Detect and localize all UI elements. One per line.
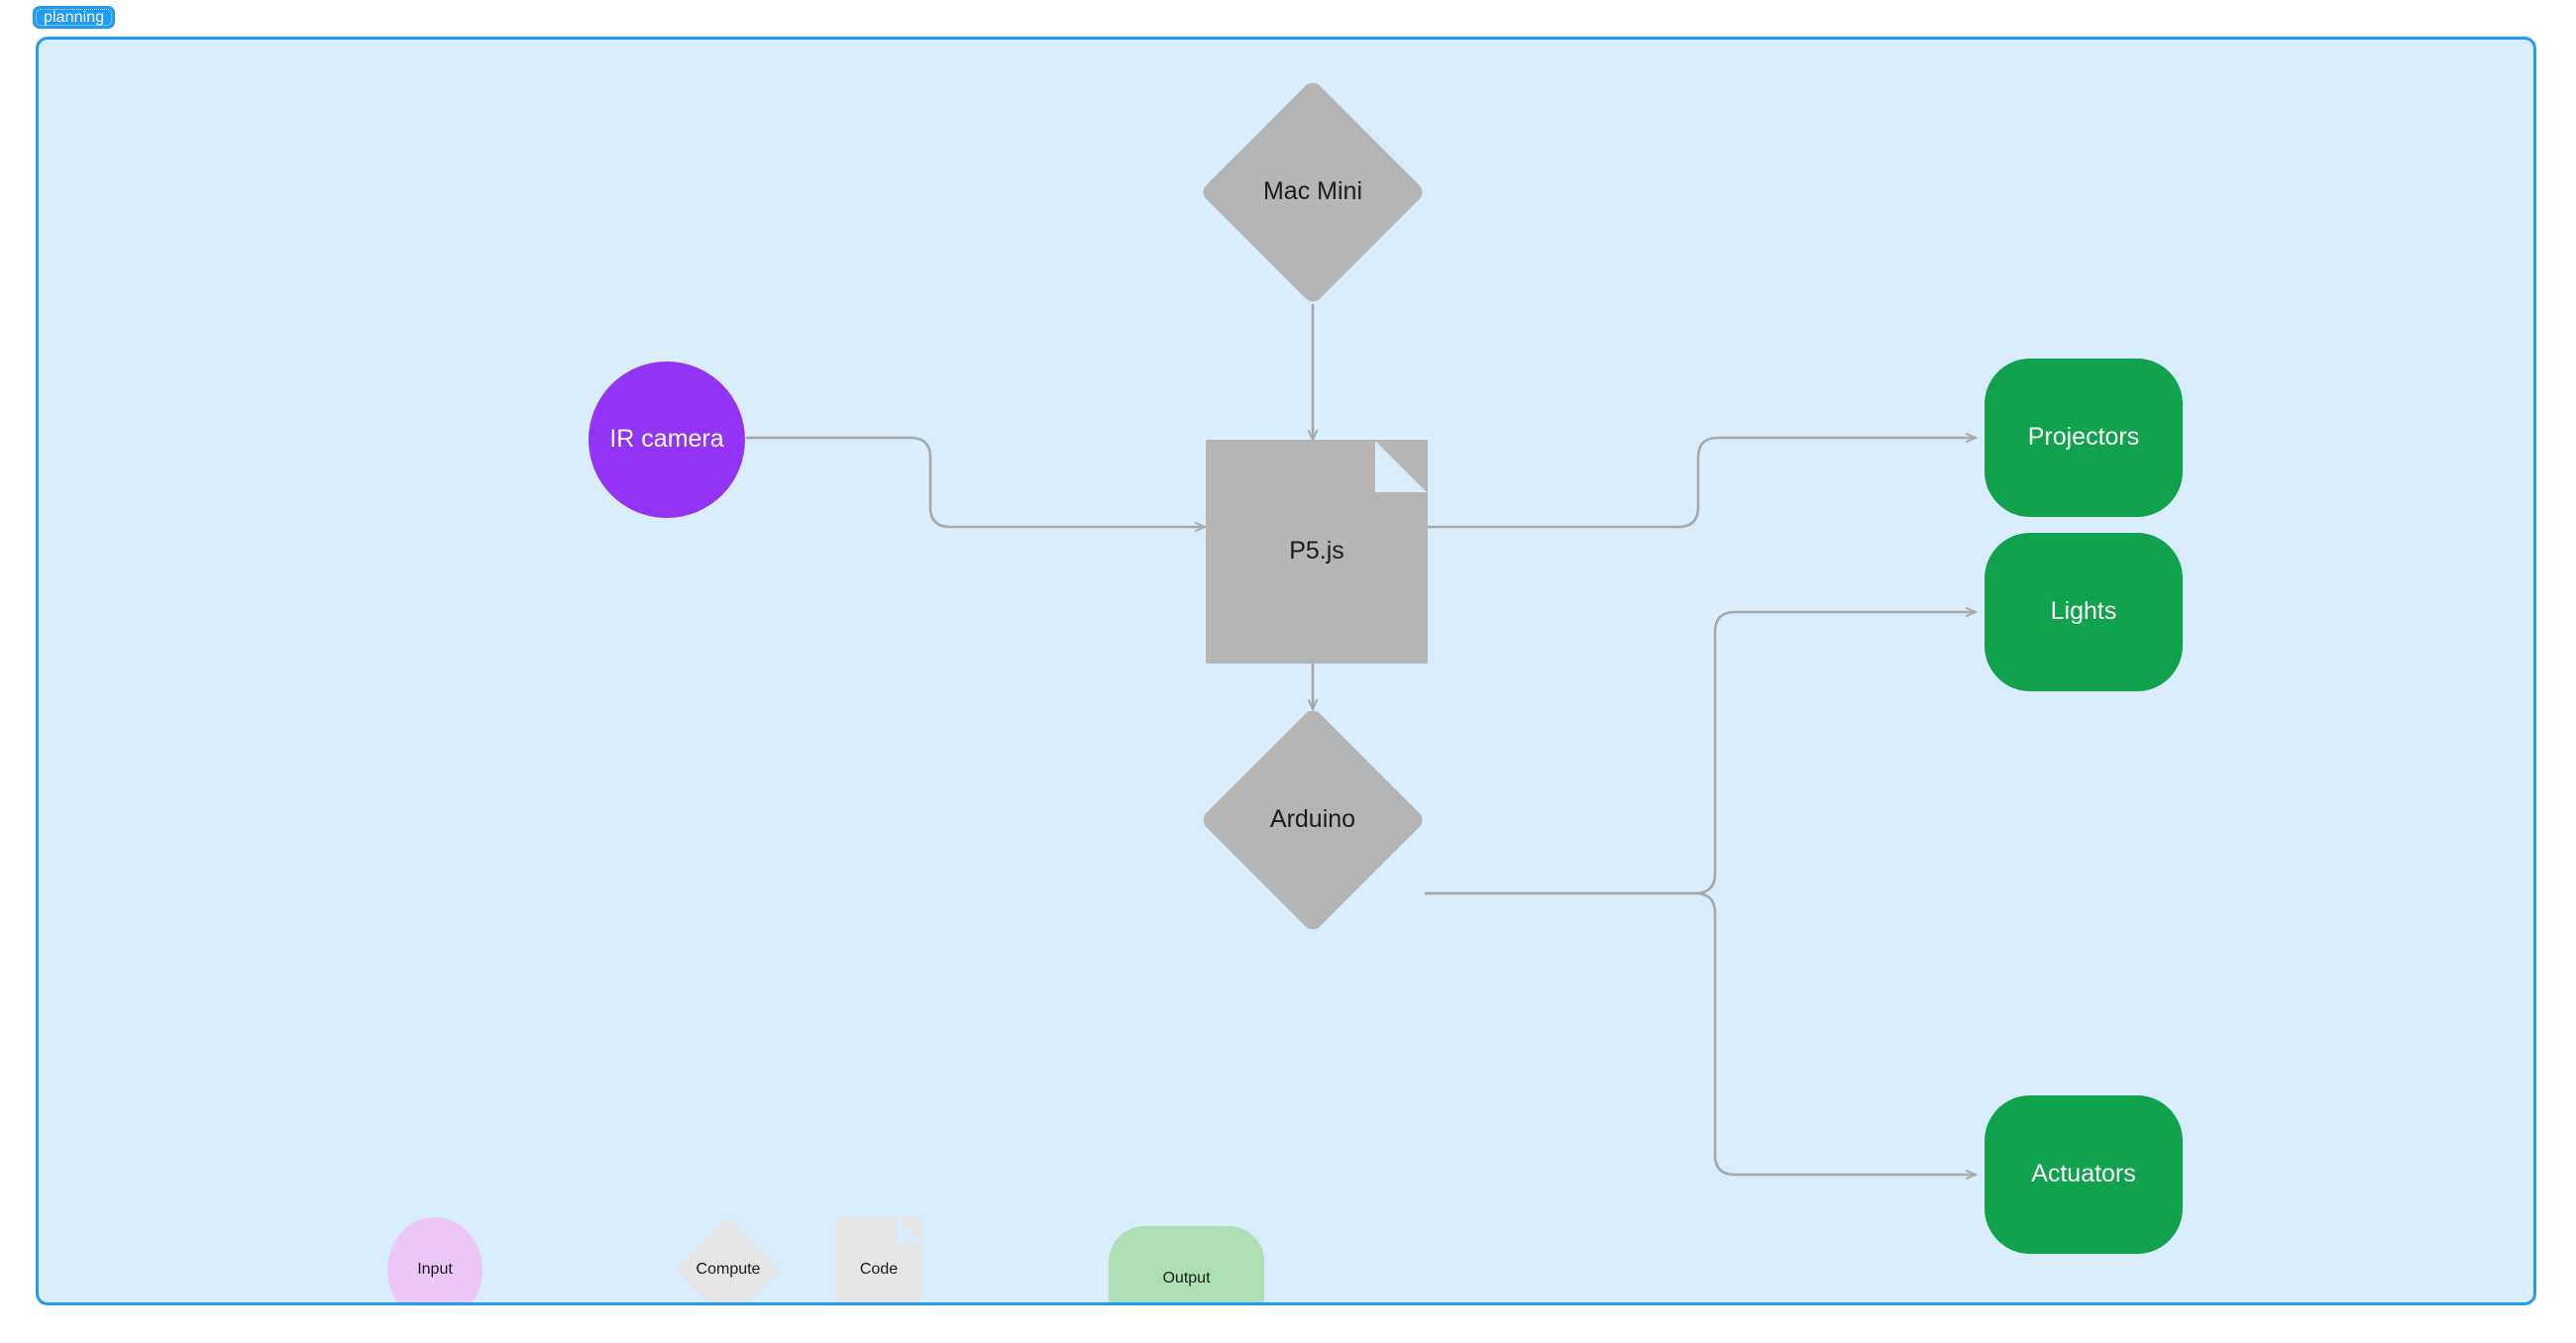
node-ir-camera[interactable]: IR camera (589, 362, 745, 518)
legend-code-label: Code (859, 1261, 899, 1279)
node-arduino-label: Arduino (1269, 805, 1356, 834)
node-mac-mini-label: Mac Mini (1262, 177, 1362, 206)
legend-output-label: Output (1162, 1270, 1211, 1288)
status-badge[interactable]: planning (33, 6, 116, 29)
legend-item-code[interactable]: Code (835, 1216, 923, 1302)
status-badge-label: planning (44, 8, 105, 26)
node-lights[interactable]: Lights (1985, 533, 2183, 691)
legend-item-compute[interactable]: Compute (673, 1216, 784, 1302)
legend-input-label: Input (417, 1261, 453, 1279)
node-projectors-label: Projectors (2027, 423, 2140, 452)
edge-ir-camera-to-p5js (745, 436, 1207, 532)
node-p5js-shape (1206, 439, 1429, 664)
node-mac-mini[interactable]: Mac Mini (1194, 78, 1432, 306)
legend-input-shape (387, 1217, 483, 1302)
node-projectors[interactable]: Projectors (1985, 359, 2183, 517)
node-p5js-label: P5.js (1289, 537, 1344, 566)
node-ir-camera-label: IR camera (609, 425, 724, 454)
legend-output-shape (1109, 1226, 1264, 1302)
legend-compute-label: Compute (696, 1261, 761, 1279)
legend-item-output[interactable]: Output (1109, 1226, 1264, 1302)
edge-arduino-to-actuators (1424, 891, 1978, 1180)
node-ir-camera-shape (589, 362, 745, 518)
node-actuators[interactable]: Actuators (1985, 1095, 2183, 1254)
edge-arduino-to-lights (1424, 607, 1978, 895)
node-actuators-shape (1985, 1095, 2183, 1254)
diagram-canvas[interactable]: Mac Mini IR camera P5.js Arduino Project… (36, 37, 2536, 1305)
node-lights-label: Lights (2050, 597, 2117, 626)
legend-item-input[interactable]: Input (387, 1217, 483, 1302)
node-arduino[interactable]: Arduino (1194, 706, 1432, 934)
node-actuators-label: Actuators (2031, 1160, 2136, 1188)
node-lights-shape (1985, 533, 2183, 691)
node-p5js[interactable]: P5.js (1206, 439, 1429, 664)
node-projectors-shape (1985, 359, 2183, 517)
legend-code-shape (835, 1216, 923, 1302)
edge-p5js-to-projectors (1424, 433, 1978, 529)
